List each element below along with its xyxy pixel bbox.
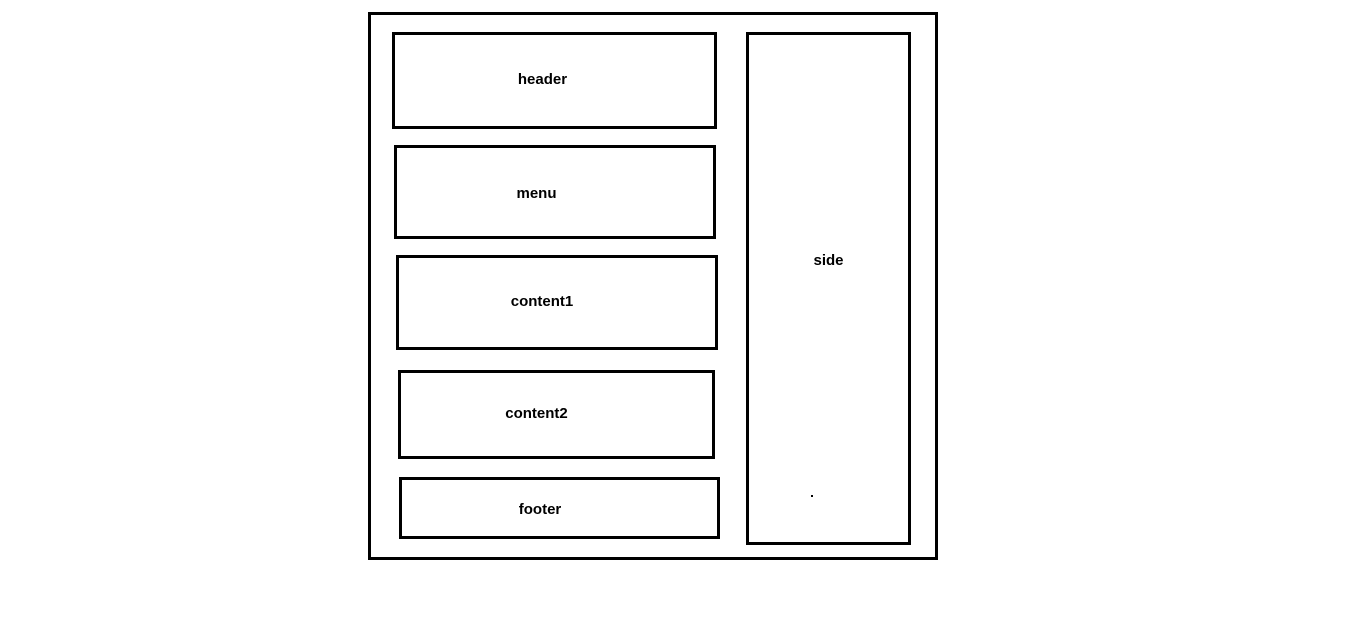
content2-label: content2	[505, 405, 568, 422]
side-label: side	[813, 252, 844, 269]
content1-block: content1	[396, 255, 718, 350]
menu-block: menu	[394, 145, 716, 239]
page-layout-frame: header menu content1 content2 footer sid…	[368, 12, 938, 560]
content2-block: content2	[398, 370, 715, 459]
header-block: header	[392, 32, 717, 129]
side-block: side	[746, 32, 911, 545]
footer-label: footer	[518, 500, 562, 518]
content1-label: content1	[510, 292, 574, 310]
side-dot-mark	[811, 495, 813, 497]
menu-label: menu	[516, 184, 557, 202]
footer-block: footer	[399, 477, 720, 539]
header-label: header	[517, 71, 568, 88]
